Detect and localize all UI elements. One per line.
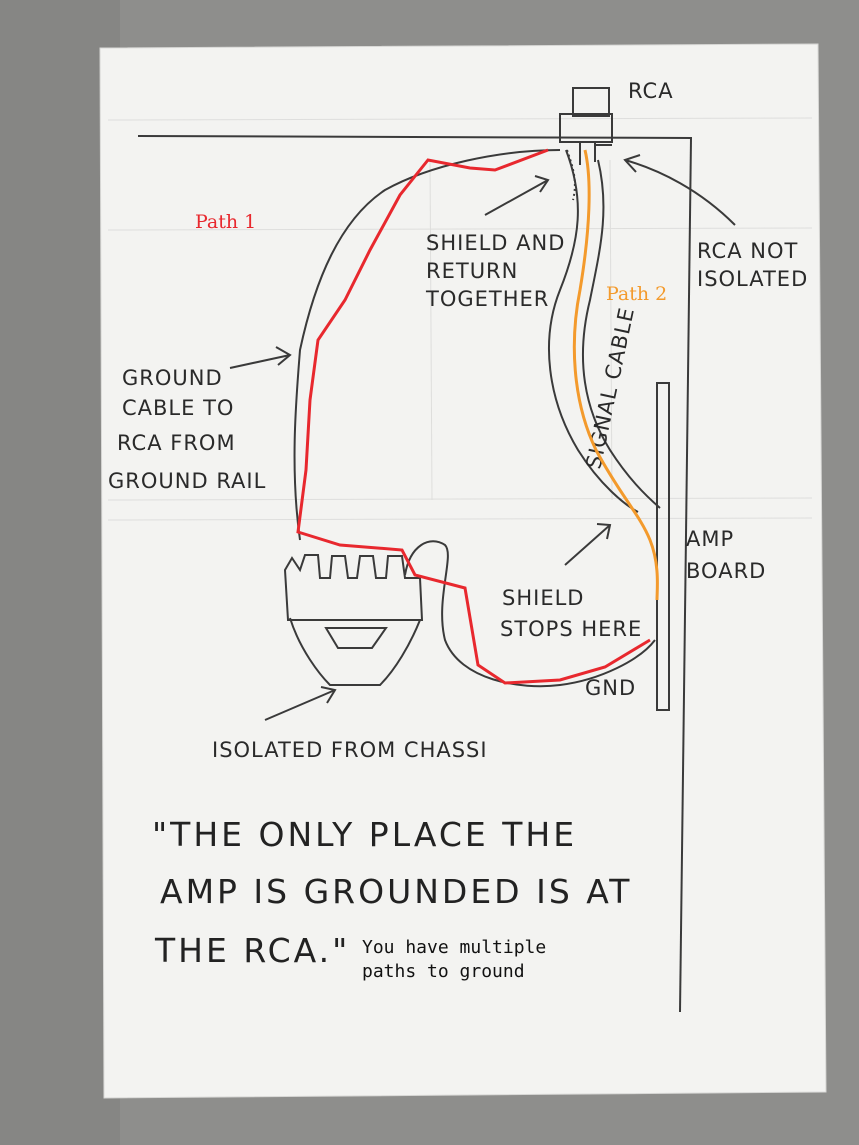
quote-line-2: AMP IS GROUNDED IS AT <box>160 872 632 911</box>
amp-board <box>656 382 670 711</box>
ground-rail-connector <box>283 554 424 686</box>
chassis-outline <box>137 135 693 1013</box>
typed-annotation: You have multiple paths to ground <box>362 937 546 982</box>
gnd-label: GND <box>585 676 636 700</box>
ground-cable-line-1: GROUND <box>122 366 223 390</box>
label-shield-return: SHIELD AND RETURN TOGETHER <box>425 231 565 311</box>
paper-sheet <box>99 43 827 1099</box>
quote-line-3: THE RCA." <box>154 931 350 970</box>
annotation-arrows <box>229 154 736 721</box>
ground-cable <box>293 149 561 541</box>
annotation-line-2: paths to ground <box>362 961 525 982</box>
path1-label: Path 1 <box>195 211 256 233</box>
rca-label: RCA <box>628 79 674 103</box>
label-ground-cable: GROUND CABLE TO RCA FROM GROUND RAIL <box>108 366 266 493</box>
label-shield-stops: SHIELD STOPS HERE <box>500 586 642 641</box>
gnd-wire <box>404 540 656 688</box>
path2-trace <box>572 149 659 601</box>
quote-line-1: "THE ONLY PLACE THE <box>152 815 577 854</box>
signal-cable <box>548 149 661 513</box>
shield-stops-line-1: SHIELD <box>502 586 584 610</box>
ground-cable-line-3: RCA FROM <box>117 431 236 455</box>
shield-return-line-3: TOGETHER <box>425 287 549 311</box>
shield-return-line-1: SHIELD AND <box>426 231 565 255</box>
annotation-line-1: You have multiple <box>362 937 546 958</box>
bleed-through-print <box>107 117 813 521</box>
ground-cable-line-2: CABLE TO <box>122 396 234 420</box>
rca-not-isolated-line-2: ISOLATED <box>697 267 808 291</box>
amp-board-line-1: AMP <box>686 527 734 551</box>
path2-label: Path 2 <box>606 283 667 305</box>
isolated-chassi-label: ISOLATED FROM CHASSI <box>212 738 488 762</box>
ground-cable-line-4: GROUND RAIL <box>108 469 266 493</box>
label-amp-board: AMP BOARD <box>686 527 766 583</box>
shield-return-line-2: RETURN <box>426 259 518 283</box>
label-rca-not-isolated: RCA NOT ISOLATED <box>697 239 808 291</box>
rca-connector <box>559 87 613 165</box>
amp-board-line-2: BOARD <box>686 559 766 583</box>
shield-stops-line-2: STOPS HERE <box>500 617 642 641</box>
desk-shadow <box>0 0 120 1145</box>
handwritten-quote: "THE ONLY PLACE THE AMP IS GROUNDED IS A… <box>152 815 632 970</box>
rca-not-isolated-line-1: RCA NOT <box>697 239 798 263</box>
path1-trace <box>296 148 651 685</box>
